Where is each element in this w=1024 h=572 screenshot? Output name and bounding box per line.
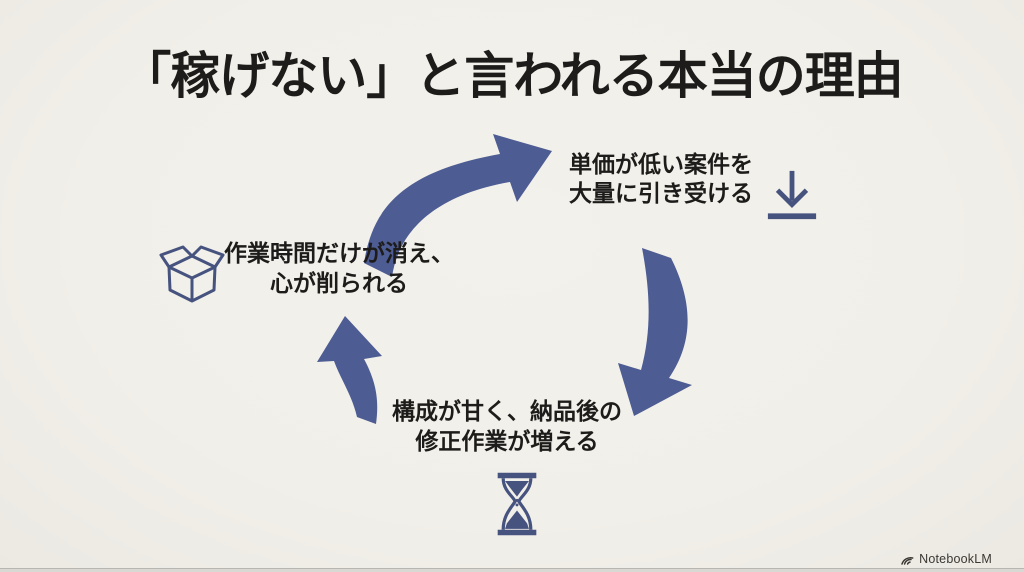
node-label-line: 修正作業が増える xyxy=(415,428,599,454)
open-box-icon xyxy=(159,245,225,303)
cycle-arrow-bottom-to-left xyxy=(317,316,382,424)
node-label-line: 大量に引き受ける xyxy=(569,180,753,206)
node-label-line: 心が削られる xyxy=(270,270,408,296)
node-label-line: 構成が甘く、納品後の xyxy=(392,398,622,424)
cycle-node-more-revisions-label: 構成が甘く、納品後の 修正作業が増える xyxy=(382,396,632,456)
cycle-node-low-price-label: 単価が低い案件を 大量に引き受ける xyxy=(556,150,766,208)
download-icon xyxy=(767,170,817,220)
cycle-node-time-vanishes-label: 作業時間だけが消え、 心が削られる xyxy=(222,238,456,298)
node-label-line: 作業時間だけが消え、 xyxy=(224,240,454,266)
watermark-label: NotebookLM xyxy=(919,552,992,566)
hourglass-icon xyxy=(497,472,537,536)
node-label-line: 単価が低い案件を xyxy=(569,151,753,177)
bottom-edge xyxy=(0,568,1024,572)
notebooklm-logo-icon xyxy=(901,556,914,565)
cycle-arrow-top-to-bottom xyxy=(618,248,692,416)
page-title: 「稼げない」と言われる本当の理由 xyxy=(121,48,904,104)
watermark: NotebookLM xyxy=(900,551,992,567)
